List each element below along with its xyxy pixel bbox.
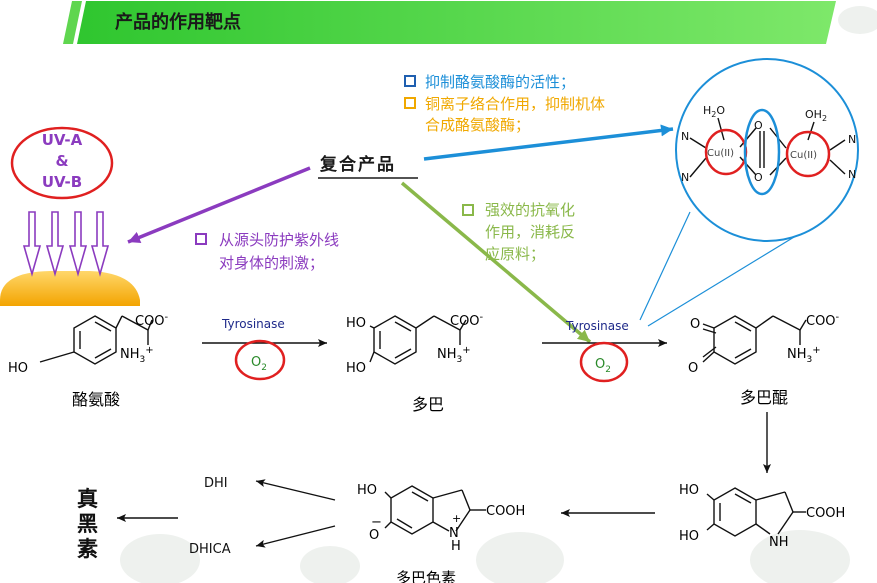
svg-text:N: N (848, 168, 856, 181)
svg-text:−: − (371, 515, 382, 530)
blue-arrow (423, 124, 674, 161)
svg-text:Cu(II): Cu(II) (707, 148, 734, 159)
note-antioxidant: 强效的抗氧化 作用，消耗反 应原料； (462, 201, 575, 263)
svg-text:HO: HO (357, 483, 377, 498)
svg-text:COO-: COO- (450, 312, 484, 329)
svg-text:COO-: COO- (135, 312, 169, 329)
dhica-label: DHICA (189, 542, 231, 557)
uv-a-label: UV-A (42, 131, 83, 149)
svg-text:N: N (681, 130, 689, 143)
svg-text:应原料；: 应原料； (485, 245, 545, 263)
svg-text:Cu(II): Cu(II) (790, 150, 817, 161)
svg-text:抑制酪氨酸酶的活性；: 抑制酪氨酸酶的活性； (425, 73, 575, 91)
svg-text:黑: 黑 (77, 512, 98, 536)
svg-text:O: O (754, 171, 763, 184)
dopachrome-label: 多巴色素 (396, 569, 456, 583)
svg-text:从源头防护紫外线: 从源头防护紫外线 (219, 231, 339, 249)
uv-badge: UV-A & UV-B (10, 126, 114, 200)
svg-text:HO: HO (346, 361, 366, 376)
svg-text:Tyrosinase: Tyrosinase (565, 319, 629, 333)
eumelanin-label: 真 黑 素 (77, 487, 98, 561)
svg-text:强效的抗氧化: 强效的抗氧化 (485, 201, 575, 219)
dopachrome-structure: HO O − + COOH N H 多巴色素 (357, 483, 525, 583)
svg-text:作用，消耗反: 作用，消耗反 (485, 223, 575, 241)
reaction-arrow-tyrosinase-2: Tyrosinase O2 (542, 319, 667, 383)
sun-shape (0, 271, 140, 306)
svg-text:HO: HO (346, 316, 366, 331)
svg-text:对身体的刺激；: 对身体的刺激； (219, 254, 324, 272)
uv-ray-arrows (22, 211, 110, 277)
svg-text:O: O (754, 119, 763, 132)
svg-text:合成酪氨酸酶；: 合成酪氨酸酶； (425, 116, 530, 134)
composite-product-label: 复合产品 (319, 154, 396, 175)
svg-text:Tyrosinase: Tyrosinase (221, 317, 285, 331)
green-arrow (400, 181, 592, 344)
svg-text:HO: HO (8, 361, 28, 376)
dopa-label: 多巴 (412, 395, 444, 414)
note-enzyme-inhibition: 抑制酪氨酸酶的活性； 铜离子络合作用，抑制机体 合成酪氨酸酶； (404, 73, 605, 134)
svg-text:NH3+: NH3+ (787, 345, 821, 365)
tyrosine-label: 酪氨酸 (72, 390, 120, 409)
svg-text:O: O (369, 528, 379, 543)
dhi-label: DHI (204, 476, 228, 491)
arrow-to-dhica (255, 525, 336, 548)
svg-text:素: 素 (77, 537, 98, 561)
note-uv-protection: 从源头防护紫外线 对身体的刺激； (195, 231, 339, 272)
svg-text:COOH: COOH (806, 506, 845, 521)
dopa-structure: HO HO COO- NH3+ 多巴 (346, 312, 484, 414)
svg-text:COO-: COO- (806, 312, 840, 329)
title-banner: 产品的作用靶点 (63, 1, 836, 44)
svg-text:HO: HO (679, 529, 699, 544)
svg-text:COOH: COOH (486, 504, 525, 519)
uv-b-label: UV-B (42, 173, 82, 191)
dopaquinone-label: 多巴醌 (740, 388, 788, 407)
svg-text:O2: O2 (251, 355, 267, 373)
svg-text:NH3+: NH3+ (120, 345, 154, 365)
svg-text:H: H (451, 539, 461, 554)
svg-text:NH3+: NH3+ (437, 345, 471, 365)
svg-text:OH2: OH2 (805, 108, 827, 123)
svg-text:O2: O2 (595, 357, 611, 375)
svg-text:真: 真 (77, 487, 98, 511)
dopaquinone-structure: O O COO- NH3+ 多巴醌 (688, 312, 840, 407)
svg-text:铜离子络合作用，抑制机体: 铜离子络合作用，抑制机体 (425, 95, 605, 113)
purple-arrow (127, 166, 311, 244)
svg-text:O: O (690, 317, 700, 332)
arrow-to-dhi (255, 479, 336, 501)
svg-text:H2O: H2O (703, 104, 725, 119)
page-title: 产品的作用靶点 (115, 11, 241, 33)
svg-text:HO: HO (679, 483, 699, 498)
copper-complex-zoom: H2O OH2 N N N N O O Cu(II) Cu(II) (639, 58, 859, 327)
svg-text:N: N (681, 171, 689, 184)
svg-text:O: O (688, 361, 698, 376)
background-decoration (120, 6, 877, 583)
uv-and-label: & (55, 152, 68, 170)
reaction-arrow-tyrosinase-1: Tyrosinase O2 (202, 317, 327, 381)
svg-text:N: N (848, 133, 856, 146)
svg-text:NH: NH (769, 535, 789, 550)
cyclodopa-structure: HO HO COOH NH (679, 483, 845, 550)
tyrosine-structure: HO COO- NH3+ 酪氨酸 (8, 312, 169, 409)
svg-text:N: N (449, 526, 459, 541)
svg-text:+: + (452, 512, 461, 525)
